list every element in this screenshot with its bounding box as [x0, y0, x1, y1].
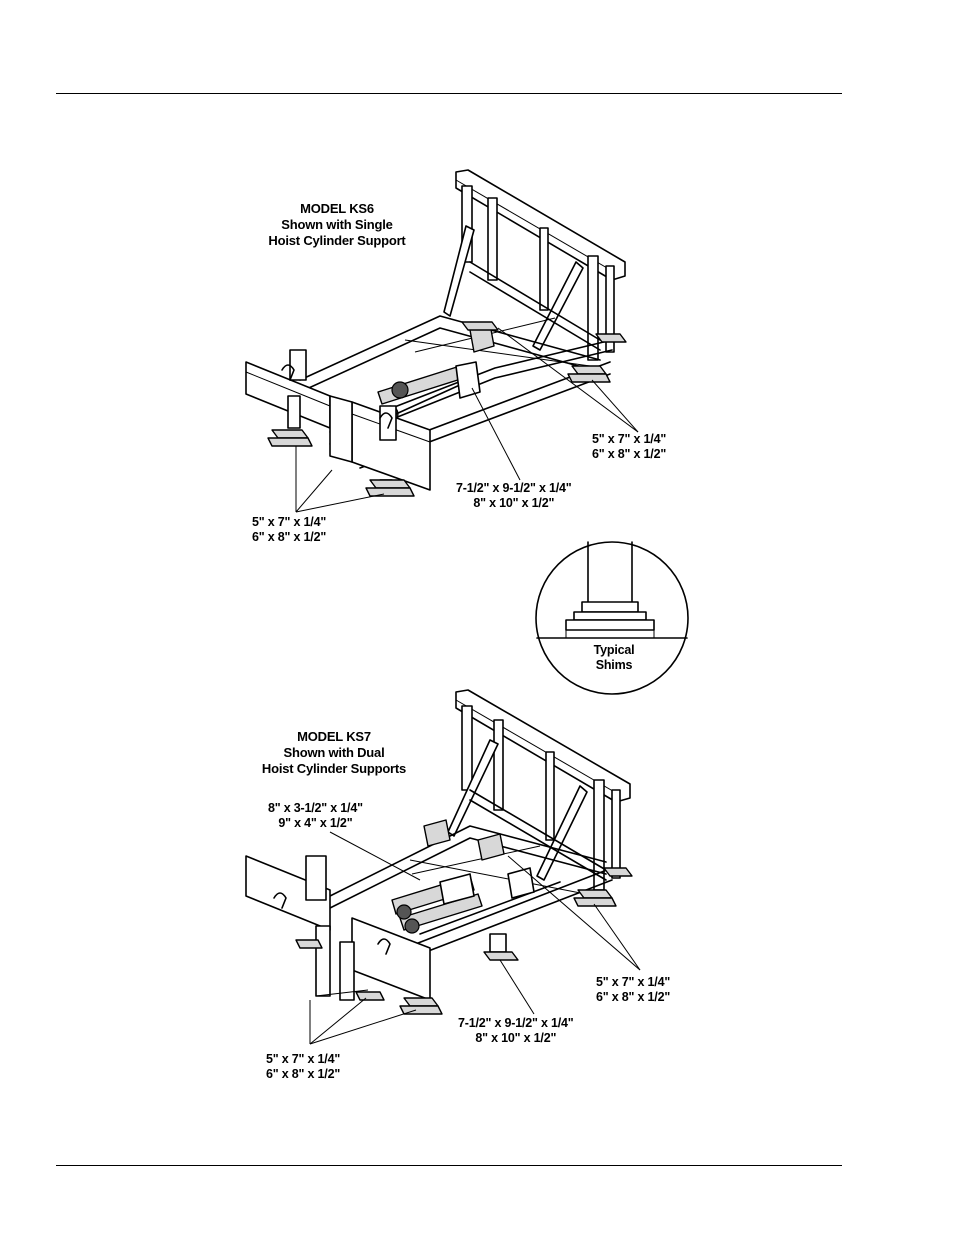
ks6-front-shim-size-1: 5" x 7" x 1/4": [252, 515, 327, 529]
ks6-rear-shim-size-2: 6" x 8" x 1/2": [592, 447, 667, 461]
ks7-cylinder-shim-label: 8" x 3-1/2" x 1/4" 9" x 4" x 1/2": [268, 801, 363, 831]
ks7-rear-shim-size-1: 5" x 7" x 1/4": [596, 975, 671, 989]
ks6-center-shim-size-1: 7-1/2" x 9-1/2" x 1/4": [456, 481, 572, 495]
ks7-title-line-1: MODEL KS7: [297, 729, 371, 744]
ks6-rear-shim-size-1: 5" x 7" x 1/4": [592, 432, 667, 446]
ks6-title: MODEL KS6 Shown with Single Hoist Cylind…: [252, 201, 422, 249]
ks7-front-shim-size-1: 5" x 7" x 1/4": [266, 1052, 341, 1066]
ks7-cylinder-shim-size-2: 9" x 4" x 1/2": [278, 816, 353, 830]
ks6-title-line-2: Shown with Single: [281, 217, 393, 232]
ks6-center-shim-label: 7-1/2" x 9-1/2" x 1/4" 8" x 10" x 1/2": [456, 481, 572, 511]
ks7-center-shim-size-1: 7-1/2" x 9-1/2" x 1/4": [458, 1016, 574, 1030]
ks7-center-shim-label: 7-1/2" x 9-1/2" x 1/4" 8" x 10" x 1/2": [458, 1016, 574, 1046]
ks7-title-line-3: Hoist Cylinder Supports: [261, 761, 407, 776]
header-rule: [56, 93, 842, 94]
footer-rule: [56, 1165, 842, 1166]
ks7-rear-shim-label: 5" x 7" x 1/4" 6" x 8" x 1/2": [596, 975, 670, 1005]
ks6-center-shim-size-2: 8" x 10" x 1/2": [473, 496, 555, 510]
typical-shims-line-2: Shims: [595, 658, 633, 672]
ks7-title-line-2: Shown with Dual: [283, 745, 385, 760]
typical-shims-detail: [535, 541, 689, 695]
ks7-front-shim-size-2: 6" x 8" x 1/2": [266, 1067, 341, 1081]
ks7-frame-drawing: [245, 689, 641, 1045]
ks7-title: MODEL KS7 Shown with Dual Hoist Cylinder…: [246, 729, 422, 777]
ks6-title-line-3: Hoist Cylinder Support: [268, 233, 406, 248]
ks7-center-shim-size-2: 8" x 10" x 1/2": [475, 1031, 557, 1045]
ks6-front-shim-label: 5" x 7" x 1/4" 6" x 8" x 1/2": [252, 515, 326, 545]
ks6-frame-drawing: [245, 169, 639, 513]
ks7-cylinder-shim-size-1: 8" x 3-1/2" x 1/4": [268, 801, 363, 815]
typical-shims-line-1: Typical: [593, 643, 635, 657]
ks7-front-shim-label: 5" x 7" x 1/4" 6" x 8" x 1/2": [266, 1052, 340, 1082]
ks6-rear-shim-label: 5" x 7" x 1/4" 6" x 8" x 1/2": [592, 432, 666, 462]
typical-shims-label: Typical Shims: [572, 643, 656, 673]
ks7-rear-shim-size-2: 6" x 8" x 1/2": [596, 990, 671, 1004]
ks6-title-line-1: MODEL KS6: [300, 201, 374, 216]
ks6-front-shim-size-2: 6" x 8" x 1/2": [252, 530, 327, 544]
